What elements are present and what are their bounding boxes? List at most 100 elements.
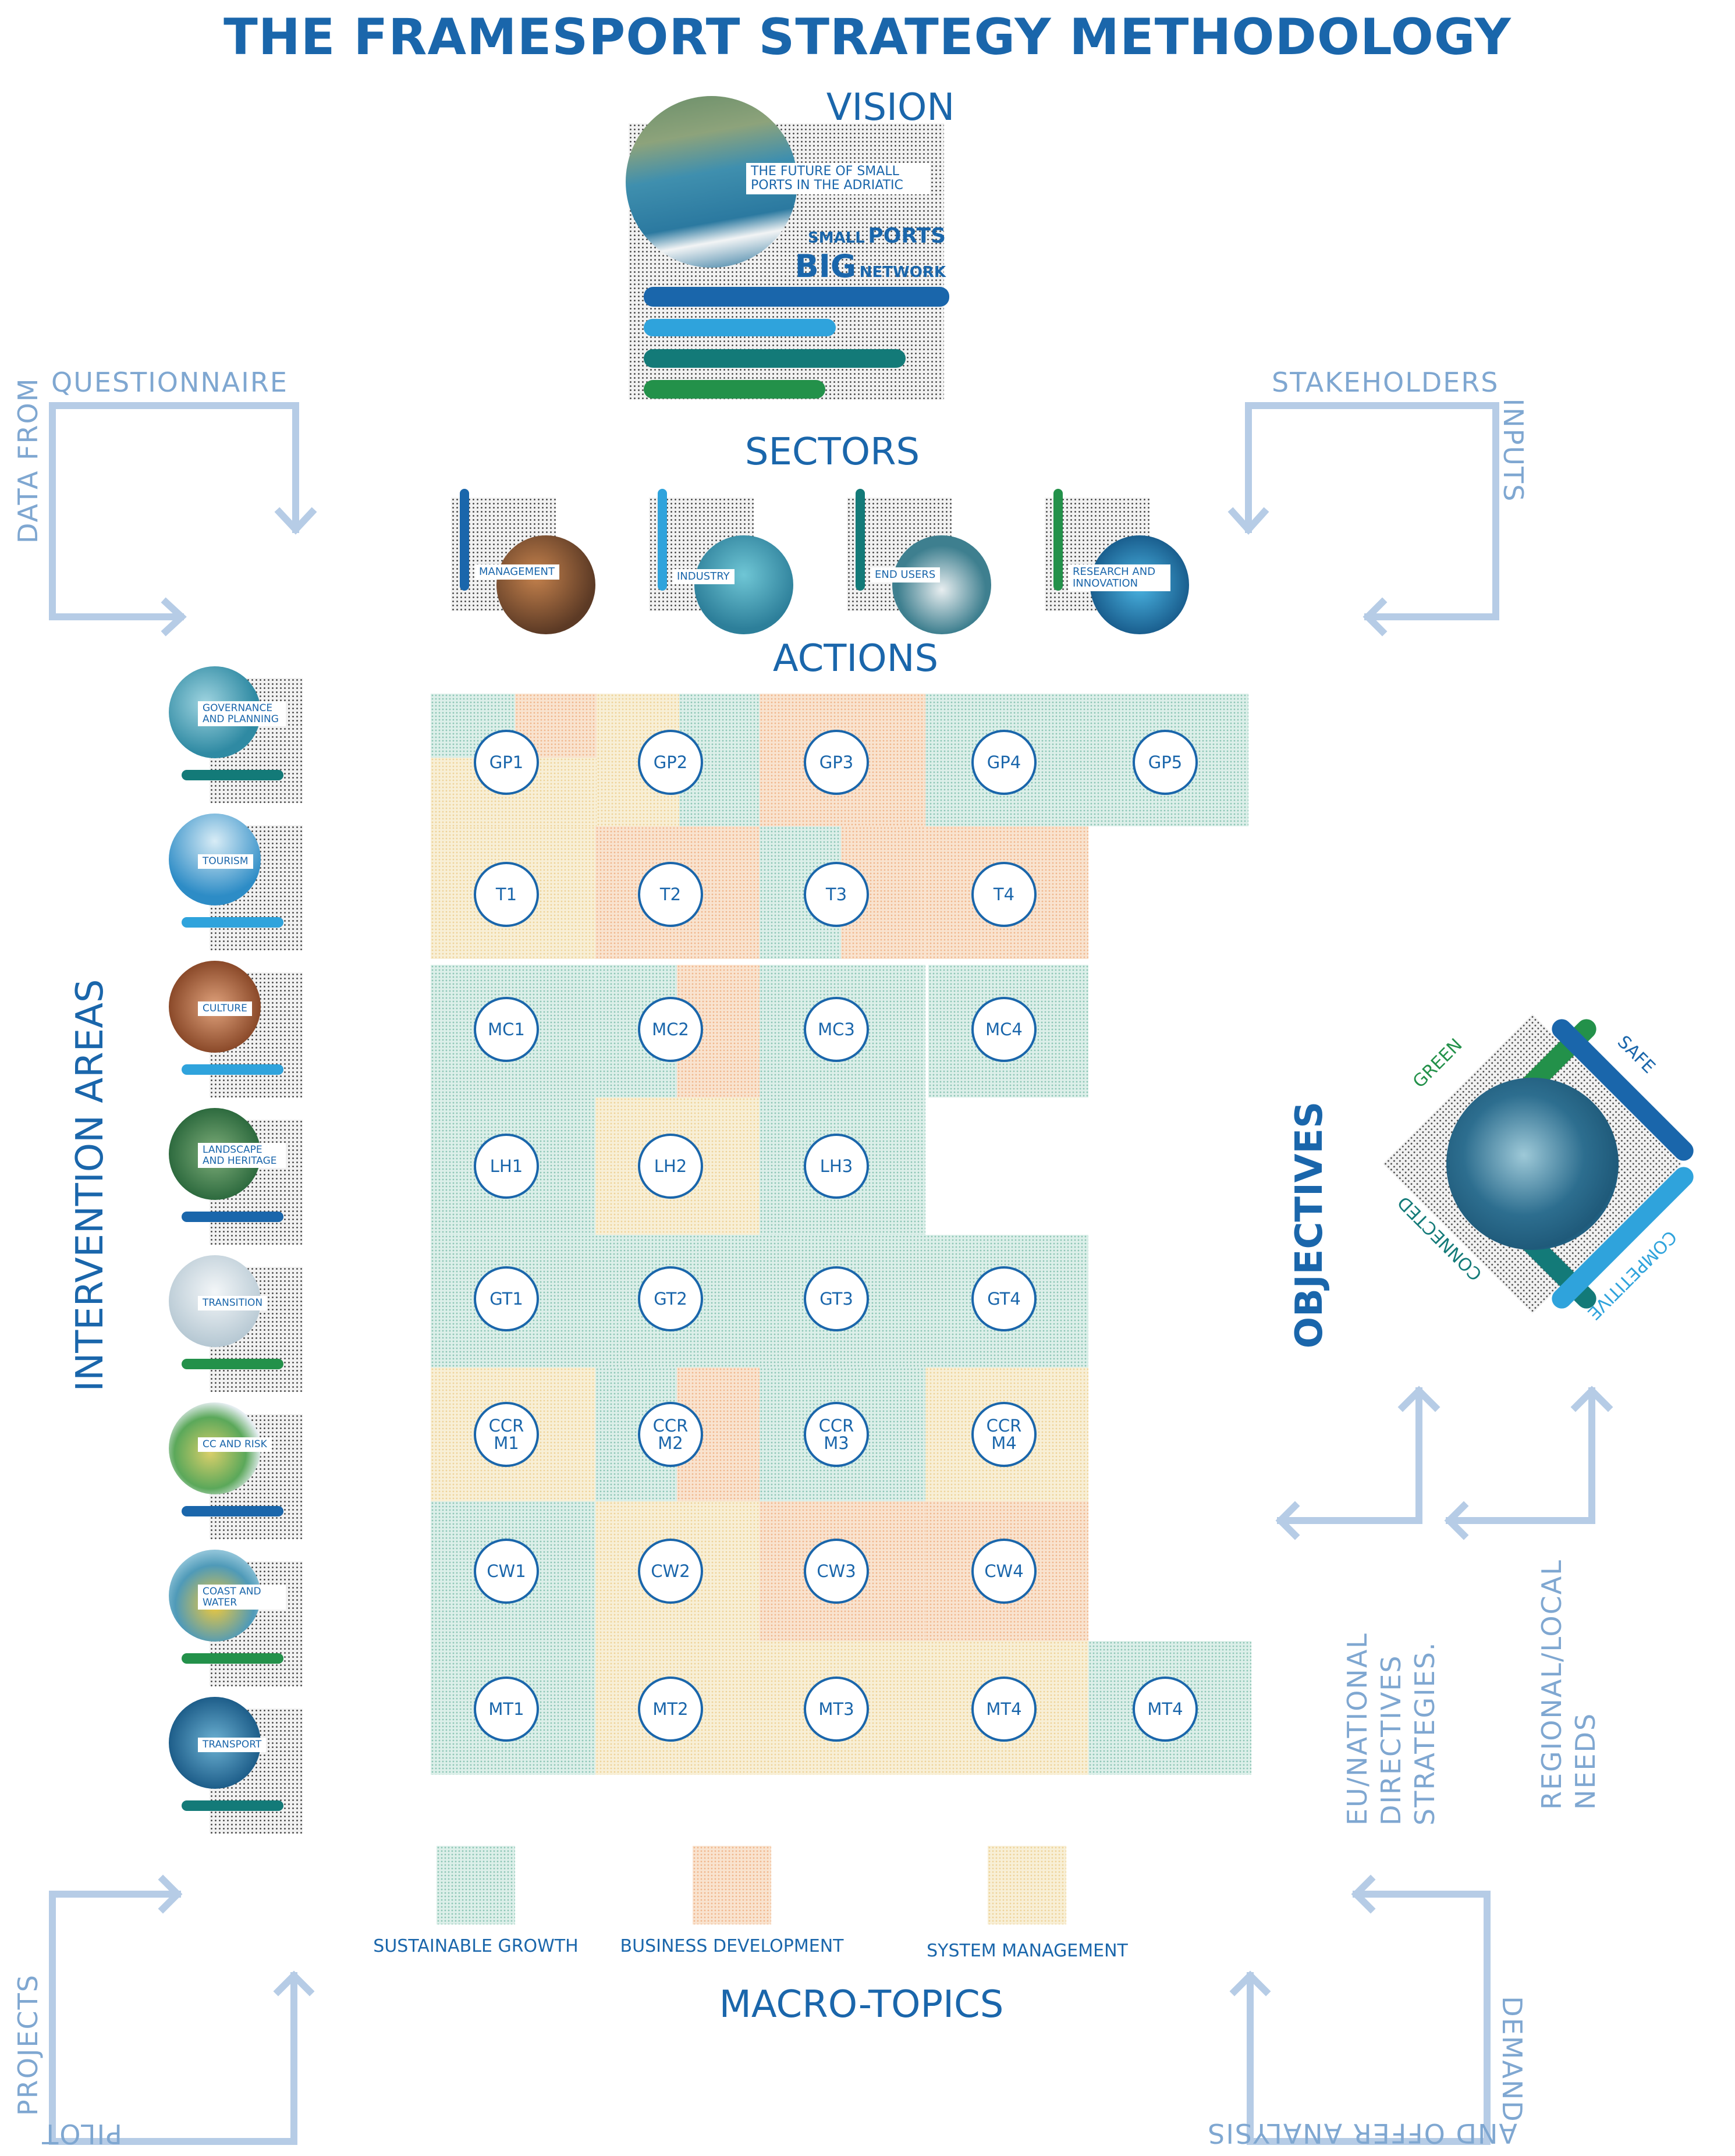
slogan-ports: PORTS xyxy=(868,224,946,248)
macro-cell xyxy=(431,1235,1088,1368)
action-node: MC4 xyxy=(971,997,1037,1062)
legend-swatch-system xyxy=(988,1846,1066,1924)
slogan-big: BIG xyxy=(794,248,857,285)
action-node: GT4 xyxy=(971,1266,1037,1331)
arrow-pilot-projects xyxy=(49,1891,181,2145)
label-inputs: INPUTS xyxy=(1498,398,1529,503)
objectives-diamond: GREEN SAFE CONNECTED COMPETITIVE xyxy=(1358,989,1707,1338)
action-node: LH2 xyxy=(638,1134,703,1199)
eu-line-2: DIRECTIVES xyxy=(1375,1654,1407,1825)
page-title: THE FRAMESPORT STRATEGY METHODOLOGY xyxy=(223,8,1512,66)
action-node: CCR M4 xyxy=(971,1402,1037,1467)
area-label: TRANSPORT xyxy=(198,1738,267,1752)
label-offer: AND OFFER ANALYSIS xyxy=(1207,2118,1517,2149)
action-node: CCR M2 xyxy=(638,1402,703,1467)
actions-heading: ACTIONS xyxy=(772,637,939,680)
action-node: GT2 xyxy=(638,1266,703,1331)
action-node: GP2 xyxy=(638,730,703,795)
research-color-bar xyxy=(1053,489,1063,591)
area-label: CC AND RISK xyxy=(198,1437,272,1452)
action-node: GP1 xyxy=(474,730,539,795)
area-label: COAST AND WATER xyxy=(198,1585,286,1610)
arrow-demand-offer xyxy=(1353,1891,1491,2145)
legend-label-business: BUSINESS DEVELOPMENT xyxy=(620,1936,844,1956)
action-node: MC2 xyxy=(638,997,703,1062)
macro-cell xyxy=(677,1368,760,1501)
objectives-marina-photo xyxy=(1446,1078,1619,1250)
area-label: TOURISM xyxy=(198,854,253,869)
macro-cell xyxy=(679,694,760,826)
area-color-bar xyxy=(182,770,283,780)
vision-heading: VISION xyxy=(826,86,955,129)
area-label: LANDSCAPE AND HERITAGE xyxy=(198,1143,286,1168)
action-node: GP5 xyxy=(1133,730,1198,795)
sector-label-end-users: END USERS xyxy=(870,567,941,582)
action-node: GP4 xyxy=(971,730,1037,795)
sectors-heading: SECTORS xyxy=(744,431,920,474)
arrow-questionnaire xyxy=(49,402,299,533)
regional-line-1: REGIONAL/LOCAL xyxy=(1536,1559,1567,1810)
area-color-bar xyxy=(182,1653,283,1664)
vision-slogan: SMALL PORTS BIG NETWORK xyxy=(780,224,946,285)
action-node: T3 xyxy=(804,862,869,927)
arrow-regional xyxy=(1446,1387,1595,1524)
action-node: GT1 xyxy=(474,1266,539,1331)
macro-cell xyxy=(431,826,595,959)
label-projects: PROJECTS xyxy=(12,1974,44,2116)
label-questionnaire: QUESTIONNAIRE xyxy=(51,367,288,398)
action-node: LH1 xyxy=(474,1134,539,1199)
area-color-bar xyxy=(182,1064,283,1075)
label-data-from: DATA FROM xyxy=(12,377,44,544)
sectors-row: MANAGEMENT INDUSTRY END USERS RESEARCH A… xyxy=(451,489,1196,634)
action-node: T1 xyxy=(474,862,539,927)
vision-photo-caption: THE FUTURE OF SMALL PORTS IN THE ADRIATI… xyxy=(746,163,930,195)
area-label: TRANSITION xyxy=(198,1296,268,1310)
legend-swatch-business xyxy=(693,1846,771,1924)
sector-label-research: RESEARCH AND INNOVATION xyxy=(1068,564,1170,591)
area-label: GOVERNANCE AND PLANNING xyxy=(198,701,286,727)
arrow-eu xyxy=(1277,1387,1422,1524)
vision-bar-1 xyxy=(644,287,949,307)
action-node: T2 xyxy=(638,862,703,927)
legend-label-sustainable: SUSTAINABLE GROWTH xyxy=(373,1936,579,1956)
macro-topics-heading: MACRO-TOPICS xyxy=(719,1983,1004,2026)
area-label: CULTURE xyxy=(198,1001,252,1016)
area-color-bar xyxy=(182,1506,283,1516)
end-users-color-bar xyxy=(856,489,865,591)
vision-bar-4 xyxy=(644,380,825,399)
industry-photo xyxy=(694,535,793,634)
intervention-area: GOVERNANCE AND PLANNING xyxy=(163,666,303,803)
macro-cell xyxy=(760,1368,925,1501)
area-color-bar xyxy=(182,1212,283,1222)
action-node: CW4 xyxy=(971,1539,1037,1604)
vision-bar-2 xyxy=(644,319,836,336)
legend-swatch-sustainable xyxy=(437,1846,515,1924)
action-node: CCR M1 xyxy=(474,1402,539,1467)
macro-cell xyxy=(760,965,925,1097)
regional-text: REGIONAL/LOCAL NEEDS xyxy=(1535,1542,1602,1810)
eu-line-1: EU/NATIONAL xyxy=(1342,1632,1373,1825)
label-stakeholders: STAKEHOLDERS xyxy=(1272,367,1499,398)
arrow-stakeholders xyxy=(1245,402,1499,533)
area-color-bar xyxy=(182,917,283,928)
label-pilot: PILOT xyxy=(41,2118,122,2150)
eu-line-3: STRATEGIES. xyxy=(1409,1641,1440,1825)
intervention-area: TOURISM xyxy=(163,814,303,950)
eu-text: EU/NATIONAL DIRECTIVES STRATEGIES. xyxy=(1340,1558,1442,1825)
legend-label-system: SYSTEM MANAGEMENT xyxy=(927,1941,1128,1961)
intervention-area: COAST AND WATER xyxy=(163,1550,303,1686)
action-node: CW3 xyxy=(804,1539,869,1604)
action-node: MT4 xyxy=(1133,1677,1198,1742)
industry-color-bar xyxy=(658,489,667,591)
action-node: MT4 xyxy=(971,1677,1037,1742)
management-photo xyxy=(496,535,595,634)
end-users-photo xyxy=(892,535,991,634)
macro-cell xyxy=(431,758,597,826)
slogan-network: NETWORK xyxy=(859,264,946,281)
macro-cell xyxy=(595,1368,677,1501)
sector-label-industry: INDUSTRY xyxy=(672,569,735,584)
management-color-bar xyxy=(460,489,469,591)
action-node: LH3 xyxy=(804,1134,869,1199)
